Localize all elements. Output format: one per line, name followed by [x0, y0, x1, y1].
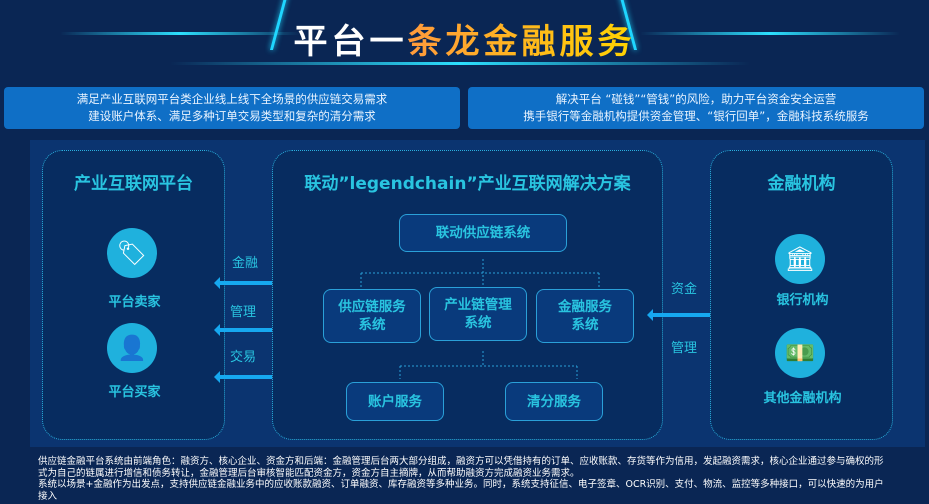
- clearing-service: 清分服务: [505, 382, 603, 421]
- banner-right: 解决平台 “碰钱”“管钱”的风险，助力平台资金安全运营携手银行等金融机构提供资金…: [468, 87, 924, 129]
- financial-service-system: 金融服务系统: [536, 289, 634, 343]
- account-service: 账户服务: [346, 382, 444, 421]
- industry-chain-management-system: 产业链管理系统: [429, 287, 527, 341]
- money-icon: 💵: [775, 328, 825, 378]
- person-icon: 👤: [107, 323, 157, 373]
- industry-platform-panel: 产业互联网平台 🏷 平台卖家 👤 平台买家: [42, 150, 225, 440]
- connector-lines: [360, 259, 600, 379]
- tag-icon: 🏷: [107, 228, 157, 278]
- arrow-label: 管理: [230, 305, 257, 320]
- description: 供应链金融平台系统由前端角色：融资方、核心企业、资金方和后端：金融管理后台两大部…: [38, 456, 884, 502]
- other-institutions-label: 其他金融机构: [763, 391, 842, 406]
- arrow-left: [214, 277, 280, 289]
- decor-glow: [60, 32, 300, 35]
- arrow-left: [647, 309, 713, 321]
- decor-glow: [170, 62, 750, 65]
- panel-title: 联动”legendchain”产业互联网解决方案: [304, 174, 631, 194]
- bank-icon: 🏛: [775, 234, 825, 284]
- banner-left: 满足产业互联网平台类企业线上线下全场景的供应链交易需求建设账户体系、满足多种订单…: [4, 87, 460, 129]
- panel-title: 产业互联网平台: [74, 174, 193, 194]
- arrow-left: [214, 371, 280, 383]
- linkage-supply-chain-system: 联动供应链系统: [399, 214, 567, 252]
- panel-title: 金融机构: [767, 174, 836, 194]
- arrow-label: 管理: [671, 341, 698, 356]
- arrow-left: [214, 324, 280, 336]
- arrow-label: 资金: [671, 282, 698, 297]
- decor-glow: [640, 32, 900, 35]
- arrow-label: 金融: [232, 256, 259, 271]
- buyer-label: 平台买家: [108, 385, 161, 400]
- seller-label: 平台卖家: [108, 295, 161, 310]
- arrow-label: 交易: [230, 350, 257, 365]
- financial-institution-panel: 金融机构 🏛 银行机构 💵 其他金融机构: [710, 150, 893, 440]
- bank-label: 银行机构: [776, 293, 829, 308]
- supply-chain-service-system: 供应链服务系统: [323, 289, 421, 343]
- solution-panel: 联动”legendchain”产业互联网解决方案 联动供应链系统 供应链服务系统…: [272, 150, 663, 440]
- page-title: 平台一条龙金融服务: [293, 22, 636, 62]
